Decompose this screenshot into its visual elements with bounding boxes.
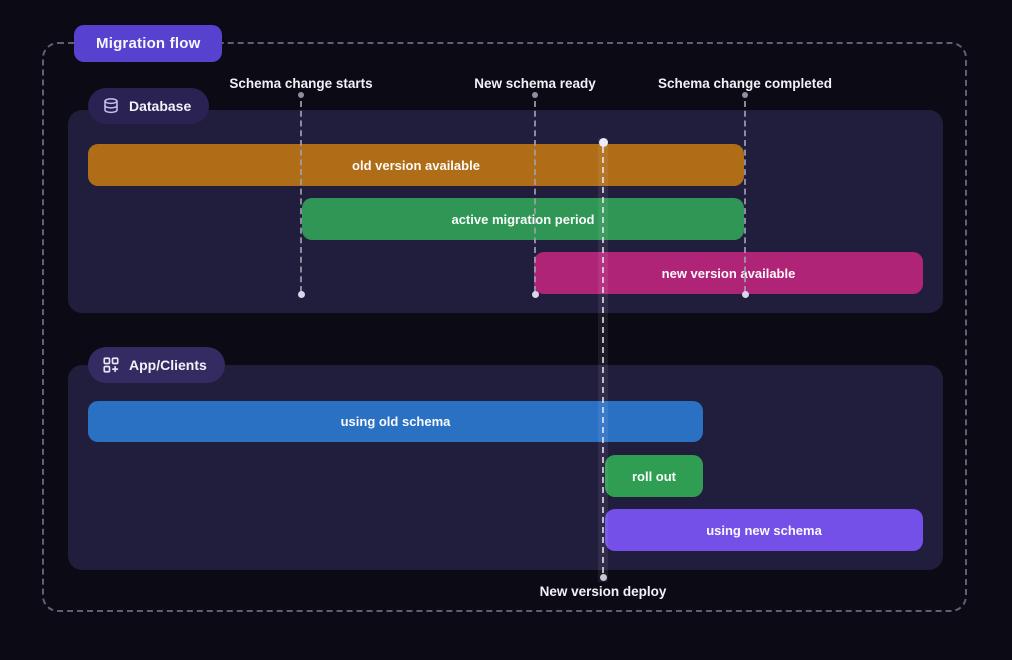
- deploy-dashed-line: [602, 147, 604, 573]
- event-label: New schema ready: [474, 76, 596, 91]
- bar-roll-out: roll out: [605, 455, 703, 497]
- event-dot: [532, 92, 538, 98]
- deploy-dot: [599, 574, 607, 581]
- deploy-dot: [598, 138, 608, 147]
- event-dashed-line: [534, 101, 536, 292]
- event-dot: [741, 291, 749, 298]
- dashed-frame: [42, 42, 967, 612]
- bar-label: roll out: [631, 468, 677, 484]
- database-badge: Database: [88, 88, 210, 124]
- title-badge: Migration flow: [74, 25, 223, 62]
- event-dot: [298, 92, 304, 98]
- bar-label: new version available: [661, 265, 796, 281]
- bar-old-version-available: old version available: [88, 144, 744, 186]
- event-label: Schema change completed: [657, 76, 833, 91]
- event-label: Schema change starts: [229, 76, 373, 91]
- bar-using-new-schema: using new schema: [605, 509, 923, 551]
- bar-using-old-schema: using old schema: [88, 401, 703, 442]
- event-dashed-line: [744, 101, 746, 292]
- app-clients-badge: App/Clients: [88, 347, 225, 383]
- apps-add-icon: [103, 357, 119, 373]
- deploy-label: New version deploy: [539, 584, 667, 599]
- bar-active-migration-period: active migration period: [302, 198, 744, 240]
- event-dashed-line: [300, 101, 302, 292]
- bar-label: using new schema: [706, 522, 822, 538]
- bar-label: active migration period: [451, 211, 595, 227]
- lane-label: App/Clients: [129, 357, 207, 373]
- bar-new-version-available: new version available: [534, 252, 923, 294]
- lane-label: Database: [129, 98, 192, 114]
- bar-label: old version available: [352, 157, 480, 173]
- database-icon: [104, 98, 118, 114]
- event-dot: [297, 291, 305, 298]
- event-dot: [742, 92, 748, 98]
- page-title: Migration flow: [96, 35, 201, 52]
- bar-label: using old schema: [340, 414, 451, 429]
- event-dot: [531, 291, 539, 298]
